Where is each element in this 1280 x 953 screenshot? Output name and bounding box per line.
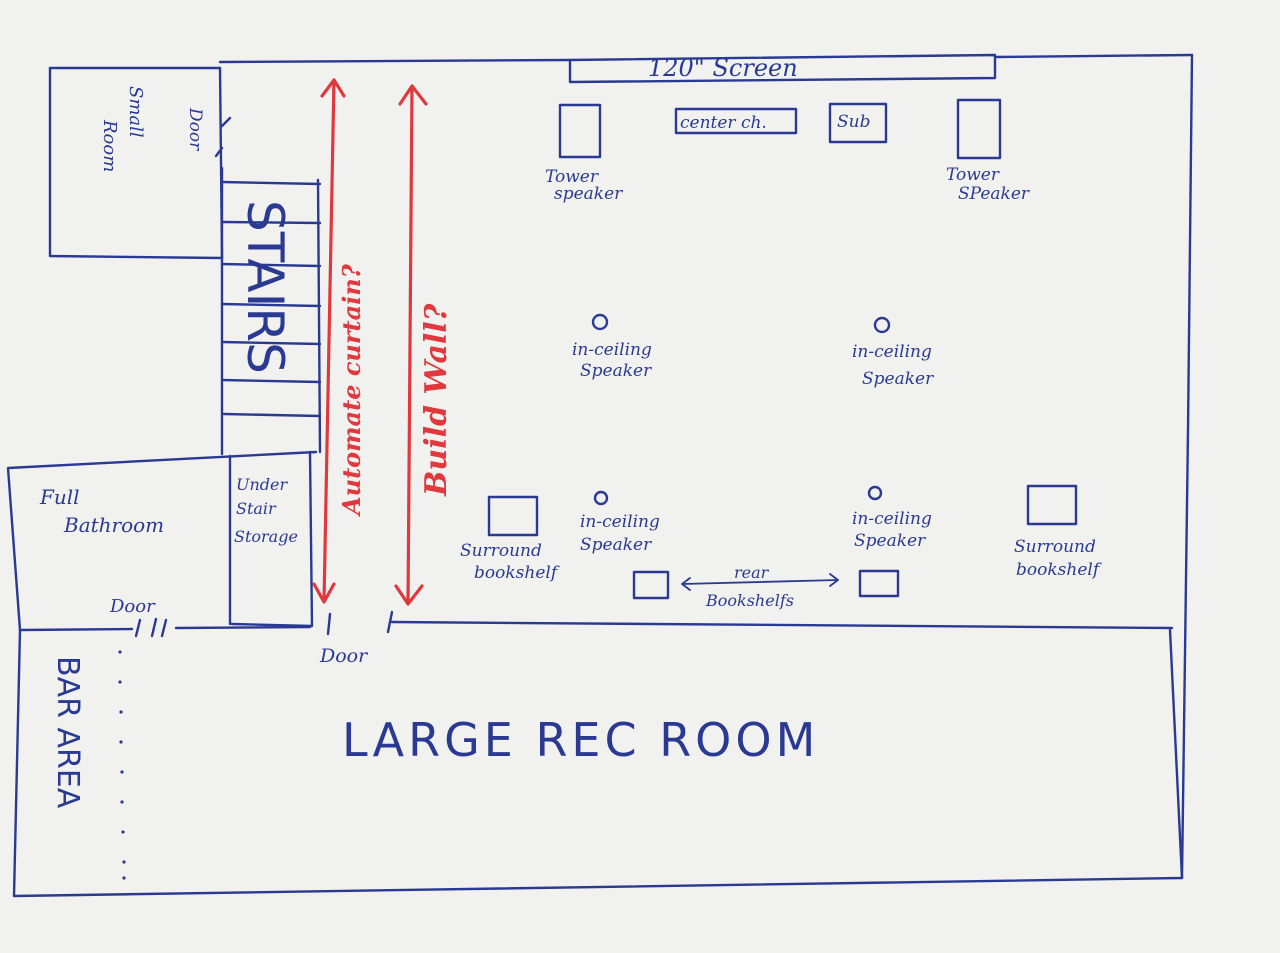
ceiling-front-right-label-2: Speaker: [862, 369, 934, 389]
build-wall-label: Build Wall?: [419, 303, 454, 497]
stairs-label: STAIRS: [236, 200, 294, 374]
ceiling-speaker-rear-right-icon: [867, 485, 883, 501]
bar-area-dotted-line: [118, 650, 126, 880]
bathroom-door-marks: [134, 617, 168, 638]
center-channel-box: [674, 107, 798, 135]
ceiling-front-right-label-1: in-ceiling: [852, 342, 932, 362]
small-room-label-2: Room: [99, 119, 120, 172]
right-tower-speaker-box: [956, 98, 1002, 160]
ceiling-speaker-front-right-icon: [873, 316, 891, 334]
rear-right-bookshelf-box: [858, 569, 900, 598]
screen-label: 120" Screen: [648, 54, 798, 82]
right-surround-label-1: Surround: [1014, 537, 1096, 557]
ceiling-speaker-front-left-icon: [591, 313, 609, 331]
left-surround-label-1: Surround: [460, 541, 542, 561]
right-surround-box: [1026, 484, 1078, 526]
storage-label-1: Under: [236, 475, 289, 494]
left-tower-speaker-box: [558, 103, 602, 159]
small-room-label-1: Small: [125, 86, 146, 138]
rec-room-outline: [12, 628, 1184, 898]
small-room-door-marks: [214, 116, 232, 158]
bar-area-label: BAR AREA: [50, 656, 85, 809]
subwoofer-box: [828, 102, 888, 144]
center-channel-label: center ch.: [680, 113, 767, 133]
right-tower-label-1: Tower: [946, 165, 1000, 185]
small-room-door-label: Door: [185, 107, 205, 151]
ceiling-rear-left-label-1: in-ceiling: [580, 512, 660, 532]
bathroom-door-label: Door: [109, 596, 156, 617]
small-room-outline: [48, 66, 224, 260]
rear-label: rear: [734, 563, 770, 582]
stair-treads: [220, 180, 322, 418]
right-wall: [1180, 53, 1194, 880]
large-rec-room-label: LARGE REC ROOM: [342, 713, 819, 767]
ceiling-front-left-label-2: Speaker: [580, 361, 652, 381]
ceiling-front-left-label-1: in-ceiling: [572, 340, 652, 360]
ceiling-rear-right-label-1: in-ceiling: [852, 509, 932, 529]
ceiling-rear-right-label-2: Speaker: [854, 531, 926, 551]
right-tower-label-2: SPeaker: [958, 184, 1030, 204]
left-tower-label-1: Tower: [545, 167, 599, 187]
lower-divider-wall: [18, 620, 1174, 632]
top-wall: [48, 53, 1194, 70]
ceiling-speaker-rear-left-icon: [593, 490, 609, 506]
build-wall-arrow: [394, 84, 428, 606]
right-surround-label-2: bookshelf: [1016, 560, 1102, 580]
bathroom-outline: [6, 450, 318, 632]
rear-bookshelfs-label: Bookshelfs: [705, 591, 794, 610]
subwoofer-label: Sub: [837, 112, 870, 132]
left-surround-label-2: bookshelf: [474, 563, 560, 583]
main-door-marks: [326, 610, 394, 636]
ceiling-rear-left-label-2: Speaker: [580, 535, 652, 555]
left-tower-label-2: speaker: [554, 184, 623, 204]
bathroom-label-1: Full: [39, 485, 80, 509]
stairs-outline: [220, 166, 322, 456]
automate-curtain-label: Automate curtain?: [337, 263, 366, 517]
rear-left-bookshelf-box: [632, 570, 670, 600]
main-door-label: Door: [319, 645, 369, 667]
automate-curtain-arrow: [312, 78, 346, 604]
storage-label-2: Stair: [236, 499, 277, 518]
storage-label-3: Storage: [234, 527, 298, 546]
bathroom-label-2: Bathroom: [63, 513, 164, 537]
rear-bookshelf-arrow: [681, 573, 839, 591]
screen-box: [568, 53, 997, 84]
left-surround-box: [487, 495, 539, 537]
